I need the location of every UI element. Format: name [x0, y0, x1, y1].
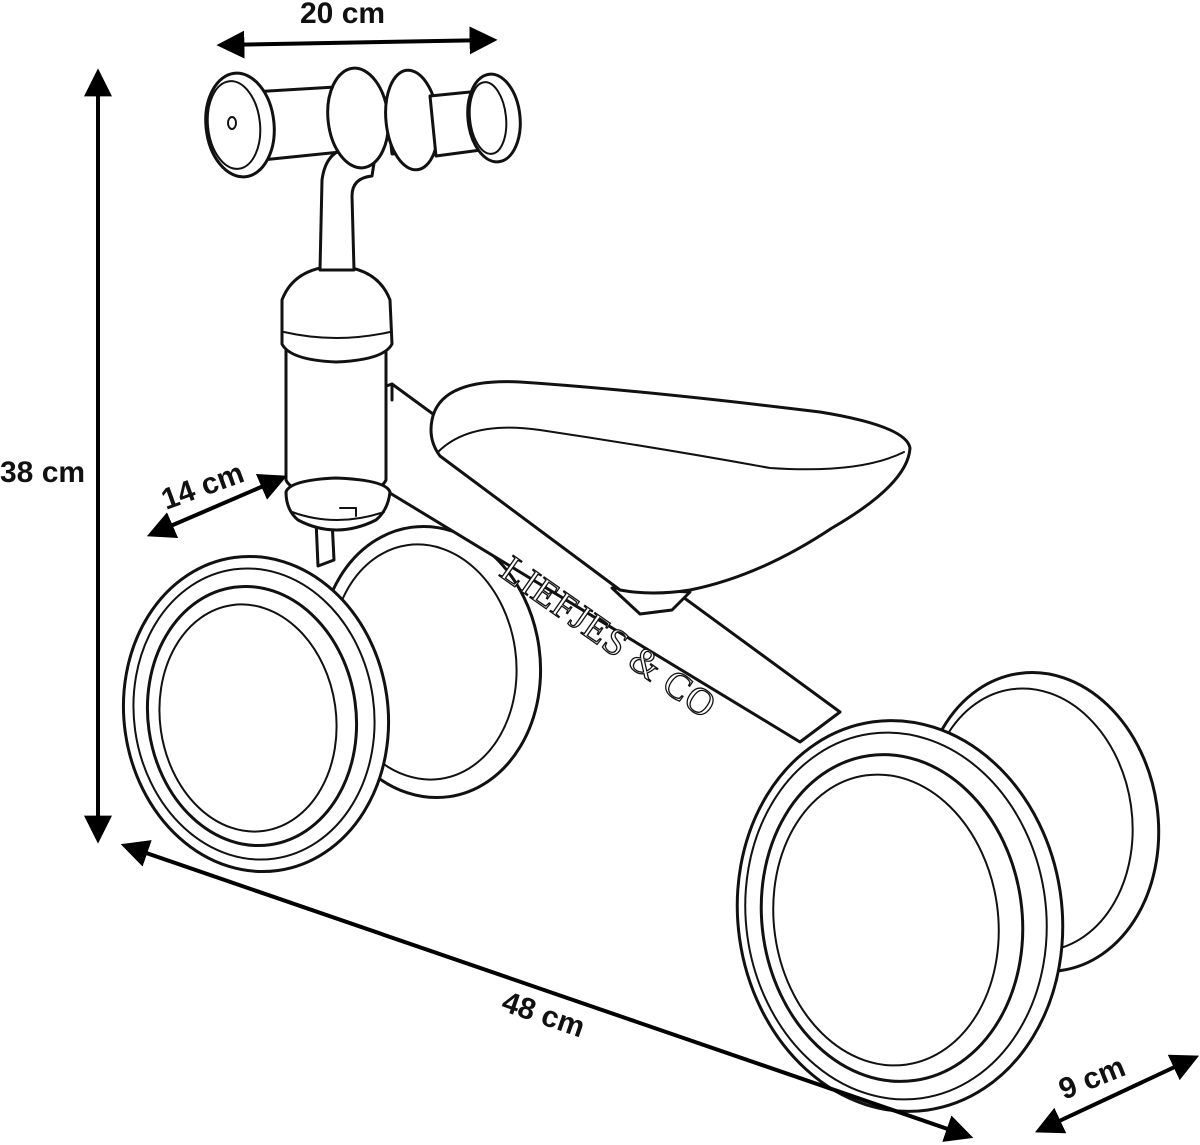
- handlebar-width-arrow: [216, 26, 498, 59]
- wheel-width-label: 9 cm: [1054, 1050, 1130, 1106]
- handlebar: [204, 66, 522, 179]
- length-arrow: [120, 840, 974, 1142]
- height-label: 38 cm: [0, 456, 85, 489]
- column-depth-arrow: [146, 474, 288, 538]
- column-depth-label: 14 cm: [157, 456, 248, 516]
- length-label: 48 cm: [498, 985, 589, 1044]
- seat: [429, 380, 912, 616]
- dimension-arrows: [84, 26, 1200, 1142]
- handlebar-width-label: 20 cm: [300, 0, 385, 30]
- wheel-width-arrow: [1034, 1054, 1200, 1134]
- steering-column: [280, 146, 394, 568]
